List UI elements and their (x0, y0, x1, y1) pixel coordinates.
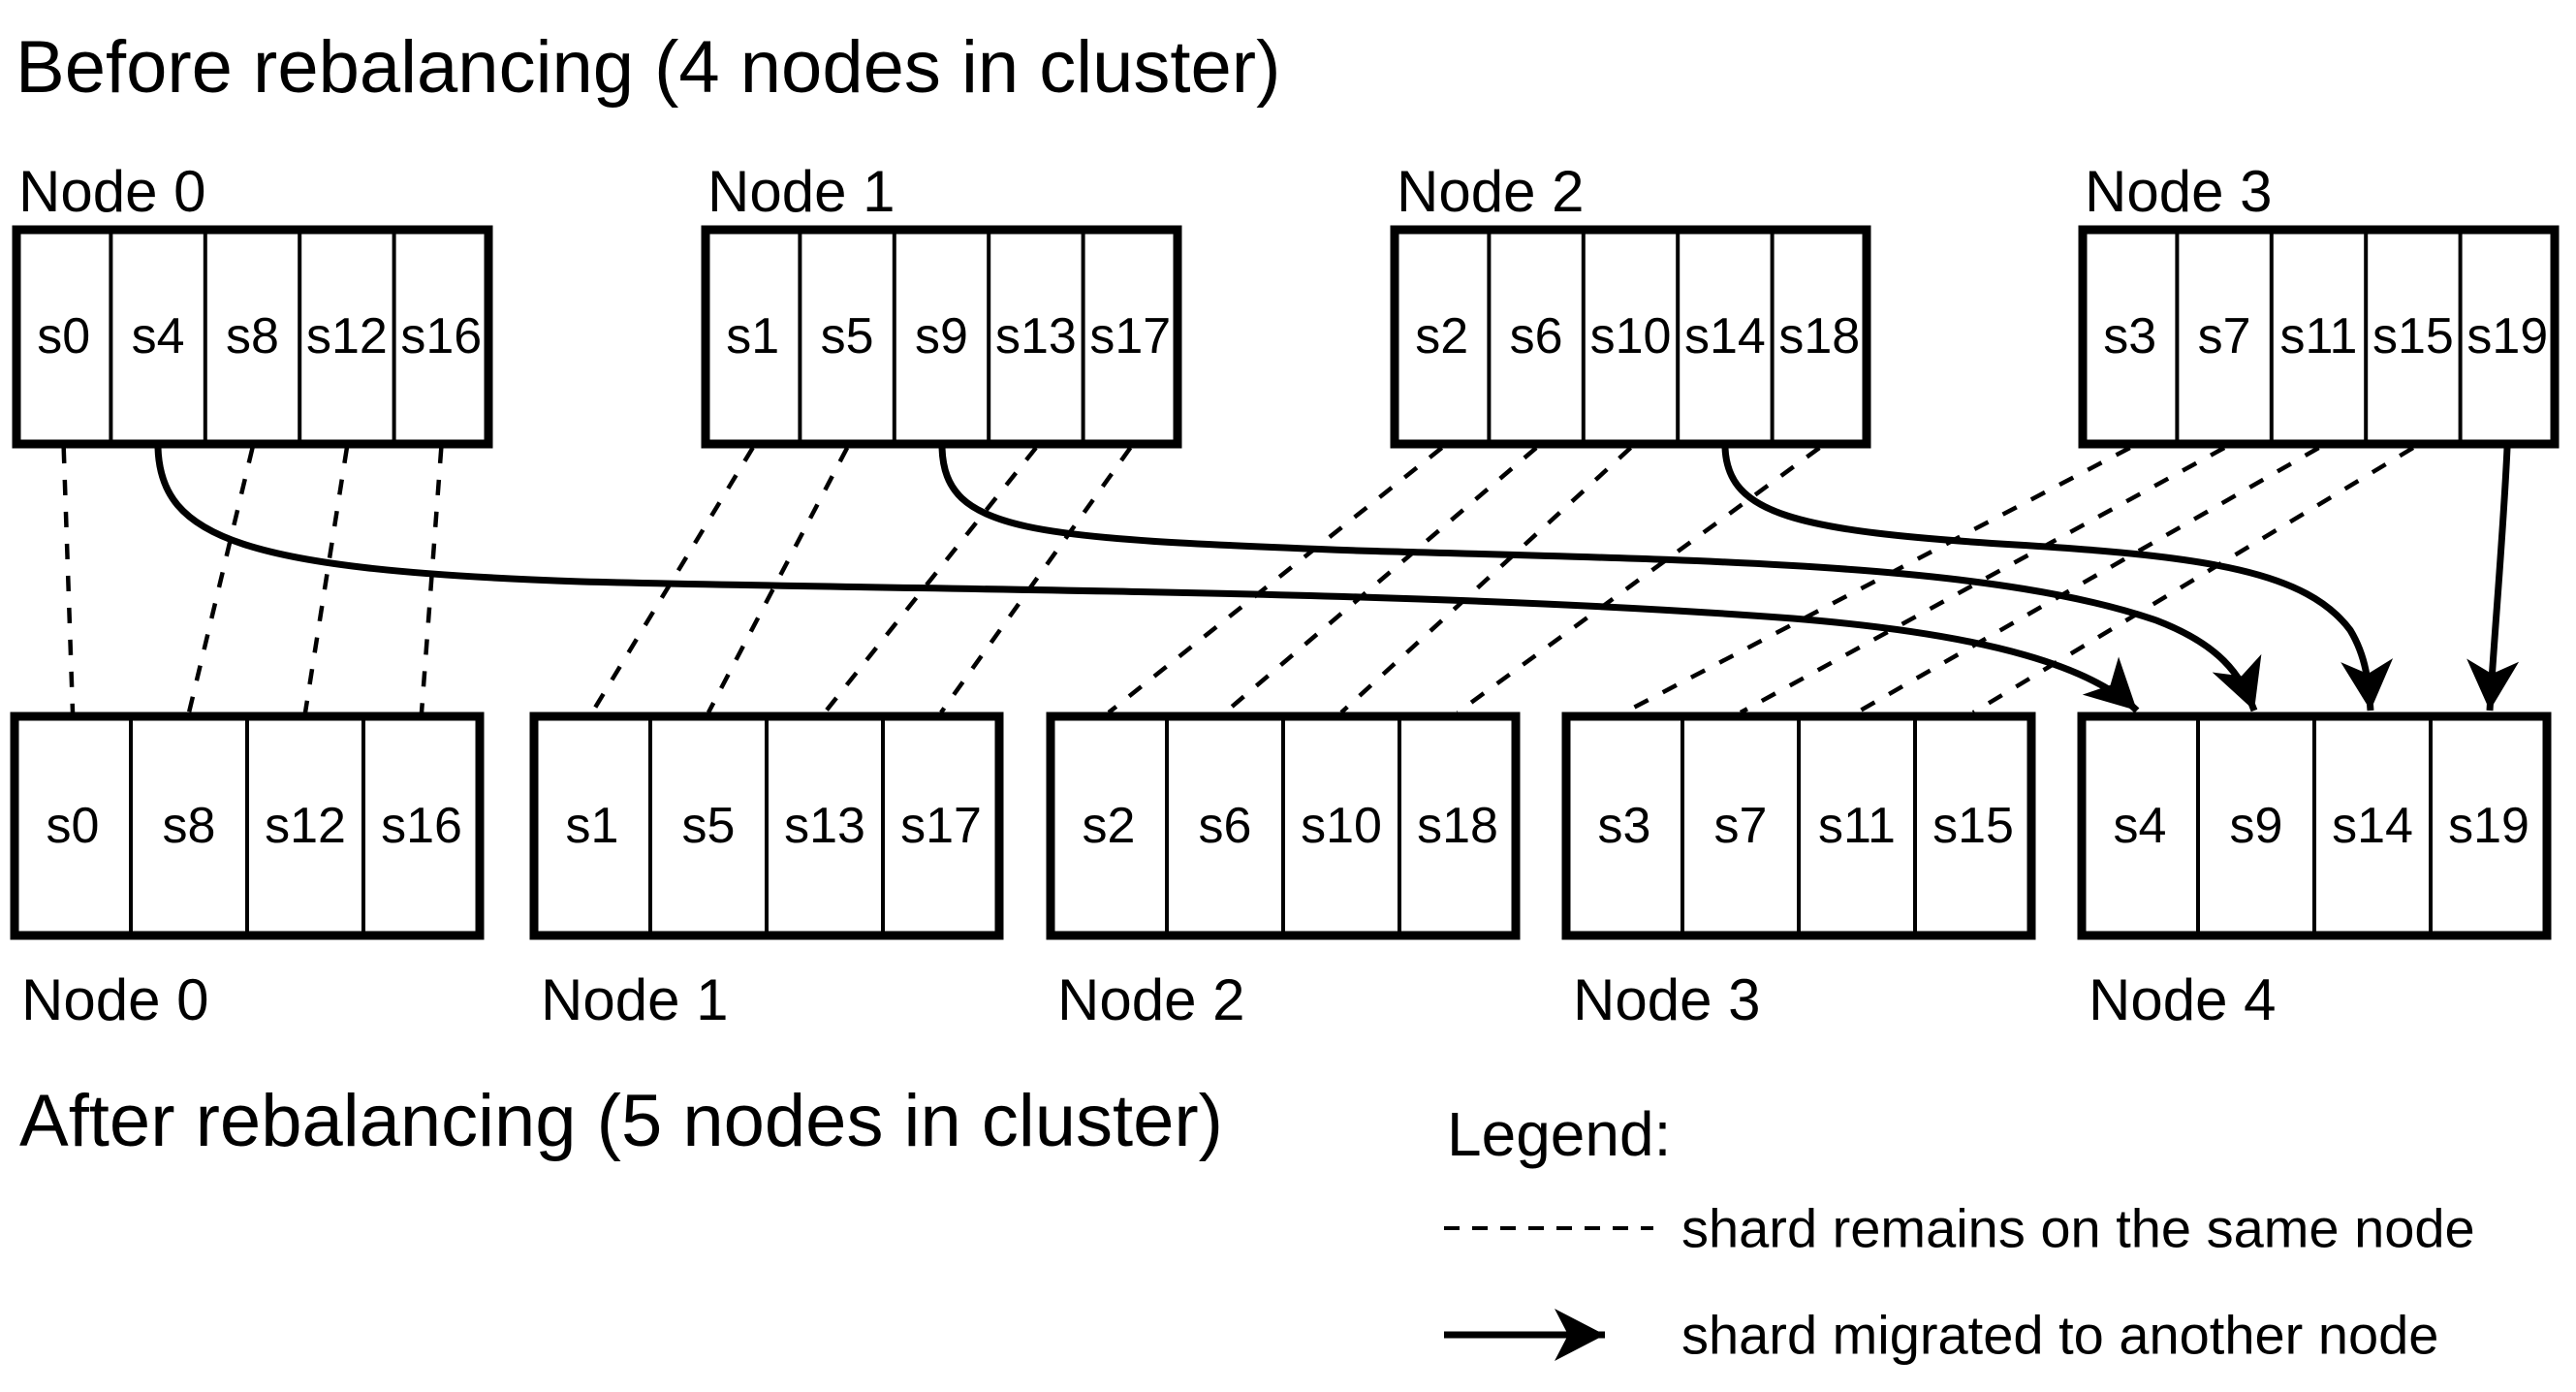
shard-cell-label: s10 (1590, 308, 1672, 364)
migration-arrow-s9 (938, 447, 2262, 712)
remain-connector-s10 (1339, 446, 1633, 714)
before-node-box (2078, 225, 2560, 449)
before-node-box (1390, 225, 1871, 449)
before-node-label: Node 1 (707, 159, 895, 224)
shard-cell-label: s11 (1818, 798, 1896, 854)
shard-cell-label: s0 (47, 798, 100, 854)
remain-connector-s6 (1223, 446, 1538, 714)
remain-connector-s3 (1622, 446, 2131, 714)
shard-cell-label: s18 (1778, 308, 1860, 364)
shard-cell-label: s13 (784, 798, 865, 854)
shard-cell-label: s9 (2230, 798, 2283, 854)
shard-cell-label: s9 (915, 308, 968, 364)
migration-arrow-s14 (1721, 447, 2394, 712)
shard-cell-label: s2 (1415, 308, 1468, 364)
shard-cell-label: s18 (1417, 798, 1498, 854)
shard-cell-label: s10 (1301, 798, 1382, 854)
remain-connector-s12 (302, 447, 350, 713)
before-node-label: Node 2 (1397, 159, 1584, 224)
after-node-label: Node 4 (2089, 967, 2276, 1032)
shard-cell-label: s5 (821, 308, 874, 364)
shard-cell-label: s8 (163, 798, 216, 854)
shard-cell-label: s4 (2114, 798, 2167, 854)
shard-cell-label: s14 (2332, 798, 2413, 854)
remain-connector-s17 (939, 446, 1133, 714)
shard-cell-label: s15 (1932, 798, 2014, 854)
legend-title: Legend: (1447, 1099, 1671, 1169)
shard-cell-label: s0 (37, 308, 90, 364)
shard-cell-label: s1 (566, 798, 619, 854)
legend: Legend: shard remains on the same node s… (1444, 1099, 2475, 1366)
legend-solid-label: shard migrated to another node (1681, 1305, 2438, 1366)
shard-cell-label: s8 (226, 308, 279, 364)
title-before: Before rebalancing (4 nodes in cluster) (16, 26, 1280, 109)
after-node-label: Node 0 (21, 967, 208, 1032)
shard-cell-label: s6 (1510, 308, 1563, 364)
shard-cell-label: s3 (1598, 798, 1651, 854)
shard-cell-label: s14 (1684, 308, 1766, 364)
shard-cell-label: s19 (2448, 798, 2529, 854)
after-node-label: Node 1 (541, 967, 728, 1032)
remain-connector-s8 (186, 447, 255, 713)
shard-cell-label: s15 (2372, 308, 2454, 364)
shard-cell-label: s7 (2198, 308, 2251, 364)
remain-connector-s13 (823, 446, 1038, 714)
title-after: After rebalancing (5 nodes in cluster) (19, 1080, 1223, 1162)
remain-connector-s16 (419, 447, 444, 713)
shard-cell-label: s4 (132, 308, 185, 364)
remain-connector-s15 (1971, 446, 2415, 714)
remain-connector-s18 (1456, 446, 1821, 714)
migration-arrow-s4 (154, 447, 2140, 713)
shard-cell-label: s11 (2280, 308, 2358, 364)
shard-cell-label: s12 (306, 308, 388, 364)
after-node-label: Node 3 (1573, 967, 1760, 1032)
shard-cell-label: s5 (682, 798, 736, 854)
remain-connector-s0 (61, 447, 76, 713)
remain-connector-s2 (1107, 446, 1444, 714)
before-node-box (701, 225, 1182, 449)
shard-cell-label: s16 (381, 798, 462, 854)
shard-cell-label: s6 (1199, 798, 1252, 854)
legend-dashed-label: shard remains on the same node (1681, 1198, 2475, 1259)
remain-connector-s7 (1739, 446, 2226, 714)
shard-cell-label: s3 (2103, 308, 2156, 364)
shard-cell-label: s17 (1089, 308, 1171, 364)
shard-cell-label: s1 (726, 308, 779, 364)
connector-layer (61, 446, 2520, 714)
shard-cell-label: s12 (265, 798, 346, 854)
before-node-label: Node 0 (18, 159, 205, 224)
shard-cell-label: s16 (400, 308, 482, 364)
migration-arrow-s19 (2466, 447, 2520, 712)
shard-cell-label: s17 (900, 798, 982, 854)
before-node-label: Node 3 (2085, 159, 2272, 224)
before-node-box (12, 225, 493, 449)
shard-cell-label: s2 (1083, 798, 1136, 854)
shard-cell-label: s19 (2466, 308, 2548, 364)
after-node-label: Node 2 (1057, 967, 1244, 1032)
remain-connector-s11 (1855, 446, 2320, 714)
shard-cell-label: s7 (1714, 798, 1768, 854)
shard-cell-label: s13 (995, 308, 1077, 364)
remain-connector-s1 (590, 446, 755, 714)
